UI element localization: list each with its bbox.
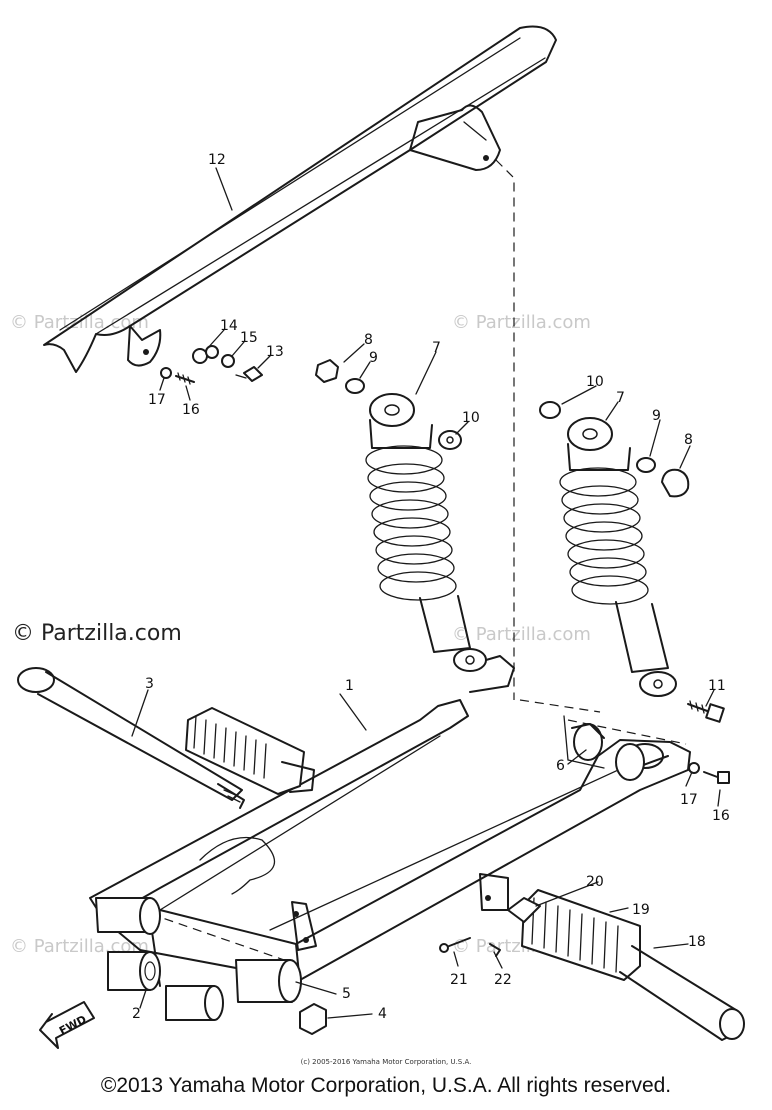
callout-7-left: 7: [432, 340, 441, 356]
callout-7-right: 7: [616, 390, 625, 406]
right-shock: [539, 401, 690, 697]
callout-21: 21: [450, 972, 468, 988]
callout-19: 19: [632, 902, 650, 918]
callout-10-right: 10: [586, 374, 604, 390]
callout-17-left: 17: [148, 392, 166, 408]
callout-12: 12: [208, 152, 226, 168]
leader-lines: [131, 167, 721, 1019]
fwd-label: FWD: [57, 1013, 89, 1038]
chain-case-hardware: [160, 345, 263, 385]
callout-11: 11: [708, 678, 726, 694]
callout-2: 2: [132, 1006, 141, 1022]
pivot-bushings: [95, 715, 645, 1035]
callout-18: 18: [688, 934, 706, 950]
callout-1: 1: [345, 678, 354, 694]
callout-5: 5: [342, 986, 351, 1002]
main-copyright: ©2013 Yamaha Motor Corporation, U.S.A. A…: [100, 1074, 672, 1097]
callout-9-right: 9: [652, 408, 661, 424]
callout-3: 3: [145, 676, 154, 692]
left-footrest: [185, 707, 315, 795]
callout-4: 4: [378, 1006, 387, 1022]
callout-17-right: 17: [680, 792, 698, 808]
callout-8-right: 8: [684, 432, 693, 448]
callout-20: 20: [586, 874, 604, 890]
callout-9-left: 9: [369, 350, 378, 366]
callout-6: 6: [556, 758, 565, 774]
callout-16-left: 16: [182, 402, 200, 418]
small-copyright: (c) 2005-2016 Yamaha Motor Corporation, …: [300, 1058, 472, 1066]
left-shock-hardware: [315, 359, 462, 450]
chain-case: [43, 25, 557, 700]
right-hardware: [687, 700, 730, 784]
watermarks: © Partzilla.com © Partzilla.com © Partzi…: [10, 312, 591, 957]
watermark: © Partzilla.com: [452, 312, 591, 333]
watermark: © Partzilla.com: [452, 624, 591, 645]
callout-16-right: 16: [712, 808, 730, 824]
callout-13: 13: [266, 344, 284, 360]
callout-8-left: 8: [364, 332, 373, 348]
left-shock: [365, 393, 515, 693]
forward-arrow-icon: FWD: [39, 1001, 95, 1049]
axle: [17, 667, 245, 809]
watermark-dark: © Partzilla.com: [12, 621, 182, 646]
callout-10-left: 10: [462, 410, 480, 426]
callouts: 1 2 3 4 5 6 7 7 8 8 9 9 10 10 11 12 13 1…: [132, 152, 730, 1022]
callout-15: 15: [240, 330, 258, 346]
callout-22: 22: [494, 972, 512, 988]
callout-14: 14: [220, 318, 238, 334]
right-footrest: [439, 889, 745, 1041]
